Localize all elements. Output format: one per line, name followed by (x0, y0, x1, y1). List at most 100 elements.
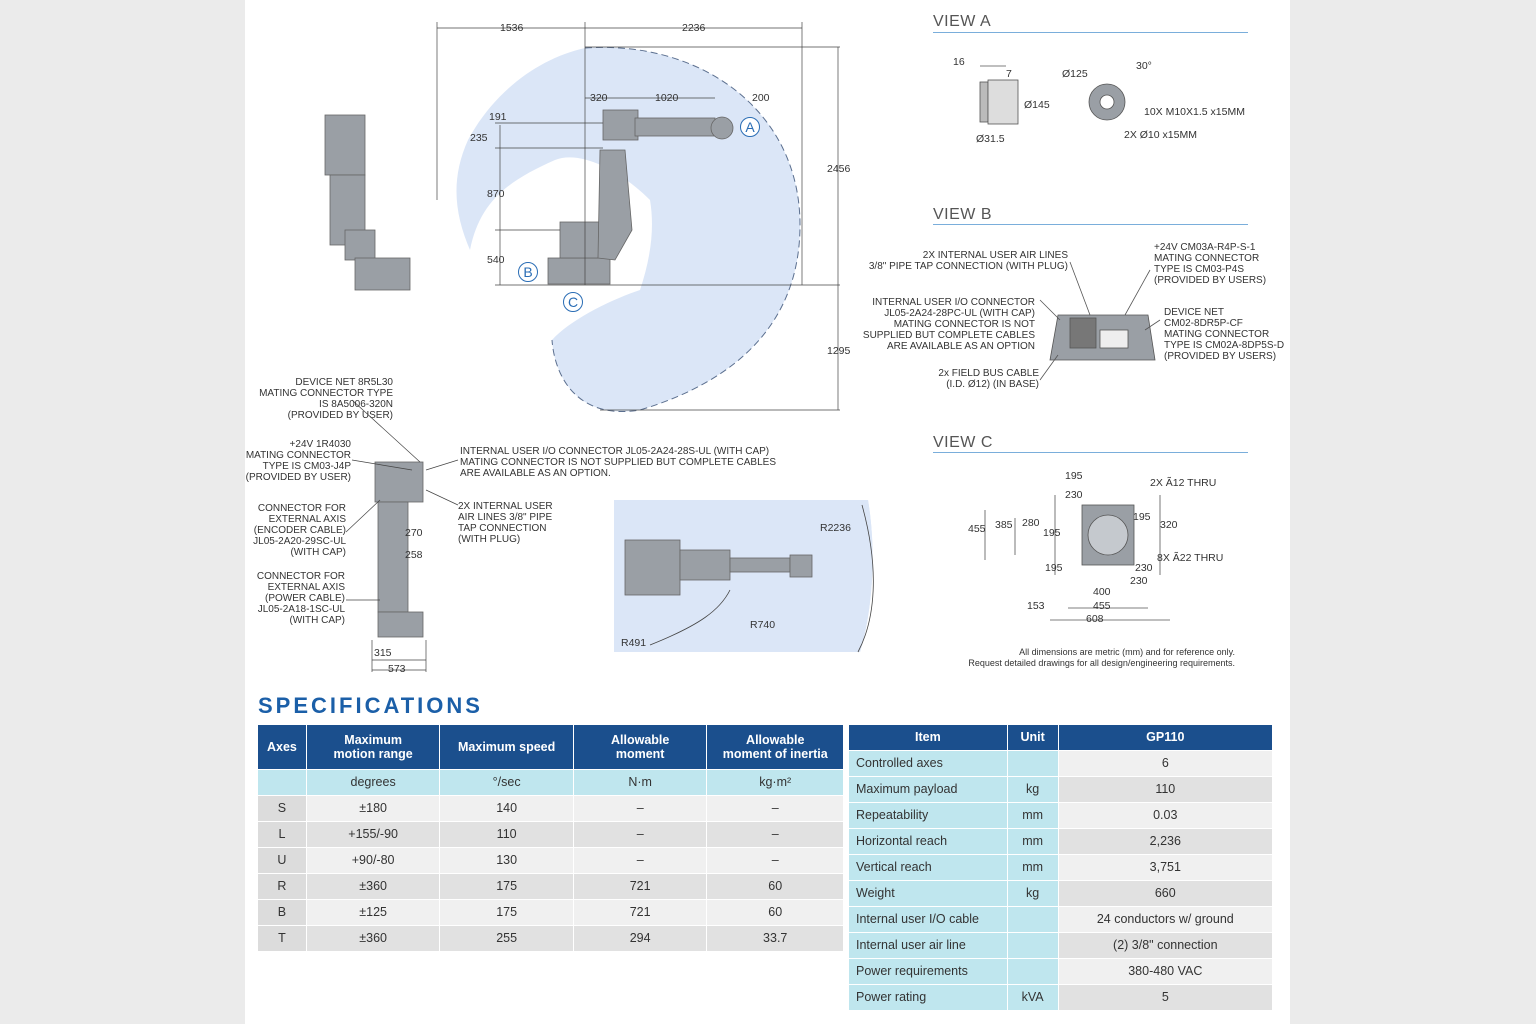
dim-c-455: 455 (968, 523, 986, 535)
dim-a-125: Ø125 (1062, 68, 1088, 80)
dim-c-153: 153 (1027, 600, 1045, 612)
value-cell: (2) 3/8" connection (1058, 932, 1274, 959)
unit-cell: mm (1007, 802, 1059, 829)
view-b-title: VIEW B (933, 206, 993, 223)
unit-cell (1007, 750, 1059, 777)
dim-a-7: 7 (1006, 68, 1012, 80)
dimension-lines (436, 22, 840, 411)
axis-cell: R (258, 873, 307, 900)
item-cell: Repeatability (849, 802, 1008, 829)
dim-c-230a: 230 (1065, 489, 1083, 501)
rear-devicenet-note: DEVICE NET 8R5L30 MATING CONNECTOR TYPE … (259, 377, 393, 421)
rear-power-cable-note: CONNECTOR FOR EXTERNAL AXIS (POWER CABLE… (256, 571, 345, 626)
technical-drawings (324, 22, 1170, 672)
view-a-tap: 10X M10X1.5 x15MM (1144, 106, 1245, 118)
unit-cell: degrees (306, 769, 441, 796)
unit-cell: kVA (1007, 984, 1059, 1011)
dim-1536: 1536 (500, 22, 524, 34)
unit-cell (1007, 958, 1059, 985)
model-header: GP110 (1058, 725, 1274, 751)
allowable-moment-header: Allowable moment (573, 725, 708, 770)
view-b-power24-note: +24V CM03A-R4P-S-1 MATING CONNECTOR TYPE… (1154, 242, 1267, 286)
unit-cell: N·m (573, 769, 708, 796)
axis-cell: U (258, 847, 307, 874)
dim-870: 870 (487, 188, 505, 200)
value-cell: 60 (706, 873, 844, 900)
view-b-rule (933, 224, 1248, 225)
view-c-rule (933, 452, 1248, 453)
dim-320: 320 (590, 92, 608, 104)
value-cell: 24 conductors w/ ground (1058, 906, 1274, 933)
table-row: Internal user air line (2) 3/8" connectio… (849, 932, 1274, 959)
value-cell: ±125 (306, 899, 441, 926)
view-c-marker: C (563, 292, 583, 312)
value-cell: – (706, 821, 844, 848)
view-b-fieldbus-note: 2x FIELD BUS CABLE (I.D. Ø12) (IN BASE) (938, 368, 1039, 390)
unit-cell: °/sec (439, 769, 574, 796)
value-cell: 0.03 (1058, 802, 1274, 829)
value-cell: 140 (439, 795, 574, 822)
value-cell: 110 (1058, 776, 1274, 803)
rear-encoder-note: CONNECTOR FOR EXTERNAL AXIS (ENCODER CAB… (253, 503, 346, 558)
value-cell: ±360 (306, 925, 441, 952)
dim-r740: R740 (750, 619, 776, 631)
dim-c-230c: 230 (1130, 575, 1148, 587)
unit-header: Unit (1007, 725, 1059, 751)
dim-200: 200 (752, 92, 770, 104)
dim-2236: 2236 (682, 22, 706, 34)
axes-header: Axes (258, 725, 307, 770)
axes-table: Axes Maximum motion range Maximum speed … (258, 725, 844, 952)
dim-a-145: Ø145 (1024, 99, 1050, 111)
item-cell: Vertical reach (849, 854, 1008, 881)
unit-cell (258, 769, 307, 796)
value-cell: 2,236 (1058, 828, 1274, 855)
max-speed-header: Maximum speed (439, 725, 574, 770)
dim-1020: 1020 (655, 92, 679, 104)
dim-r491: R491 (621, 637, 647, 649)
value-cell: 294 (573, 925, 708, 952)
rear-io-note: INTERNAL USER I/O CONNECTOR JL05-2A24-28… (460, 446, 776, 479)
value-cell: 33.7 (706, 925, 844, 952)
value-cell: 130 (439, 847, 574, 874)
item-cell: Controlled axes (849, 750, 1008, 777)
item-cell: Maximum payload (849, 776, 1008, 803)
view-a-title: VIEW A (933, 13, 992, 30)
item-cell: Power rating (849, 984, 1008, 1011)
item-cell: Internal user I/O cable (849, 906, 1008, 933)
value-cell: 175 (439, 899, 574, 926)
value-cell: – (573, 821, 708, 848)
axis-cell: B (258, 899, 307, 926)
value-cell: 660 (1058, 880, 1274, 907)
table-row: Controlled axes 6 (849, 750, 1274, 777)
dim-2456: 2456 (827, 163, 851, 175)
dim-270: 270 (405, 527, 423, 539)
work-envelope (456, 46, 801, 412)
specifications-title: SPECIFICATIONS (258, 693, 483, 718)
value-cell: 6 (1058, 750, 1274, 777)
view-c-title: VIEW C (933, 434, 993, 451)
view-a-pin: 2X Ø10 x15MM (1124, 129, 1197, 141)
item-cell: Internal user air line (849, 932, 1008, 959)
dim-540: 540 (487, 254, 505, 266)
unit-cell: kg·m² (706, 769, 844, 796)
value-cell: 721 (573, 899, 708, 926)
dim-c-195d: 195 (1045, 562, 1063, 574)
value-cell: – (573, 847, 708, 874)
unit-cell: kg (1007, 880, 1059, 907)
value-cell: 255 (439, 925, 574, 952)
value-cell: +90/-80 (306, 847, 441, 874)
axis-cell: T (258, 925, 307, 952)
axis-cell: S (258, 795, 307, 822)
unit-cell (1007, 932, 1059, 959)
